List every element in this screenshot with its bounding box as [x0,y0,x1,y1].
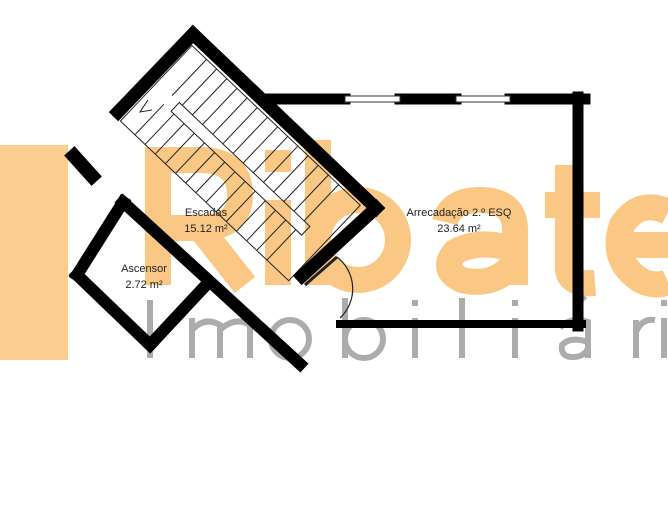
walls [64,24,591,373]
stair-tread [195,161,226,193]
stair-tread [225,190,256,222]
stair-tread [215,181,246,213]
room-name-ascensor: Ascensor [121,263,167,275]
room-area-escadas: 15.12 m² [184,223,228,235]
stair-tread [144,113,175,145]
stair-tread [273,155,309,193]
stair-tread [192,78,228,116]
wall-lift-bottom [68,266,159,354]
wall-stair-right [183,24,386,218]
stair-tread [303,184,339,222]
stair-flight [119,44,361,282]
window-1 [344,95,401,103]
wall-lift-lower-right [141,275,216,354]
stair-tread [202,87,238,125]
stair-tread [236,200,266,232]
stair-tread [266,229,297,261]
stair-tread [171,59,207,96]
stair-outline [119,44,361,282]
stair-tread [154,123,185,155]
room-area-ascensor: 2.72 m² [125,279,163,291]
stair-tread [263,145,299,183]
stair-tread [222,107,258,145]
door-swing-arc [336,256,354,319]
stair-tread [252,136,289,174]
windows [344,95,511,103]
room-name-arrecadacao: Arrecadação 2.º ESQ [407,207,512,219]
stair-tread [232,116,268,154]
stair-handrail [170,101,311,236]
stair-tread [242,126,278,164]
room-area-arrecadacao: 23.64 m² [437,223,481,235]
wall-stair-top-left [108,24,203,122]
wall-stair-lower [292,198,386,286]
wall-fragment [64,146,102,186]
stair-tread [212,97,248,135]
stair-treads [134,59,339,261]
stair-tread [205,171,236,203]
watermark-logo-block [0,145,68,360]
room-name-escadas: Escadas [185,207,228,219]
stair-tread [134,103,165,136]
stair-tread [175,142,205,174]
stair-tread [283,165,319,202]
stair-tread [181,68,218,106]
stair-tread [256,219,287,251]
door-leaf [304,255,338,287]
stair-tread [185,152,215,184]
stair-tread [246,209,276,242]
stair-arrow-icon [138,99,153,113]
window-2 [455,95,511,103]
stair-tread [165,132,195,165]
wall-lift-left [68,193,132,284]
stair-tread [293,174,329,212]
door [304,255,354,319]
